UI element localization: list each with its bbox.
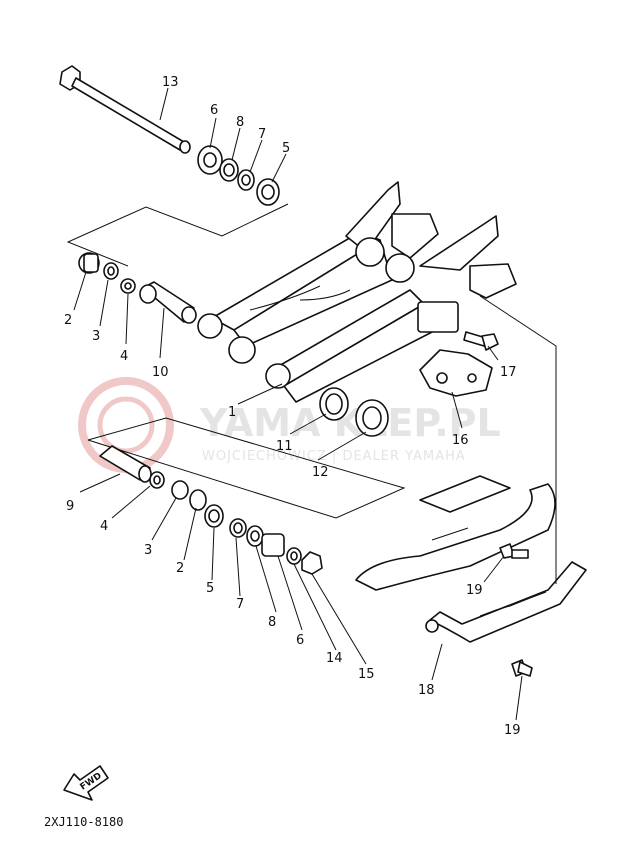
callout-18: 18 xyxy=(418,683,435,698)
chain-guide xyxy=(419,349,493,397)
callout-11: 11 xyxy=(276,439,293,454)
callout-4-lower: 4 xyxy=(100,519,108,534)
upper-bearing-set xyxy=(78,252,197,324)
callout-6-upper: 6 xyxy=(210,103,218,118)
bushing-12 xyxy=(355,399,389,437)
callout-8-lower: 8 xyxy=(268,615,276,630)
callout-15: 15 xyxy=(358,667,375,682)
diagram-code: 2XJ110-8180 xyxy=(44,815,123,829)
callout-2-lower: 2 xyxy=(176,561,184,576)
pivot-shaft xyxy=(59,65,191,154)
footrest-bar xyxy=(355,475,587,643)
callout-7-upper: 7 xyxy=(258,127,266,142)
bushing-11 xyxy=(319,387,349,421)
callout-12: 12 xyxy=(312,465,329,480)
callout-4-upper: 4 xyxy=(120,349,128,364)
callout-19-upper: 19 xyxy=(466,583,483,598)
fwd-arrow-icon: FWD xyxy=(63,765,109,801)
callout-19-lower: 19 xyxy=(504,723,521,738)
callout-6-lower: 6 xyxy=(296,633,304,648)
upper-bracket-outline xyxy=(66,203,289,267)
callout-3-lower: 3 xyxy=(144,543,152,558)
callout-17: 17 xyxy=(500,365,517,380)
callout-7-lower: 7 xyxy=(236,597,244,612)
lower-bearing-stack xyxy=(99,445,323,575)
upper-seal-stack xyxy=(197,145,280,206)
callout-9: 9 xyxy=(66,499,74,514)
callout-labels: 13 6 8 7 5 2 3 4 10 1 11 12 16 17 9 4 3 … xyxy=(64,75,521,738)
callout-10: 10 xyxy=(152,365,169,380)
callout-8-upper: 8 xyxy=(236,115,244,130)
callout-14: 14 xyxy=(326,651,343,666)
callout-13: 13 xyxy=(162,75,179,90)
callout-2-upper: 2 xyxy=(64,313,72,328)
watermark-subline: WOJCIECHOWICZ | DEALER YAMAHA xyxy=(202,449,466,464)
bolt-19-lower xyxy=(511,659,533,677)
leader-lines xyxy=(73,87,557,721)
lower-bracket-outline xyxy=(87,417,406,519)
callout-16: 16 xyxy=(452,433,469,448)
callout-3-upper: 3 xyxy=(92,329,100,344)
callout-5-lower: 5 xyxy=(206,581,214,596)
callout-1: 1 xyxy=(228,405,236,420)
bolt-17 xyxy=(463,331,499,351)
swingarm xyxy=(197,181,517,403)
watermark-brand: YAMA KLEP.PL xyxy=(199,401,501,445)
bolt-19-upper xyxy=(499,543,529,559)
callout-5-upper: 5 xyxy=(282,141,290,156)
